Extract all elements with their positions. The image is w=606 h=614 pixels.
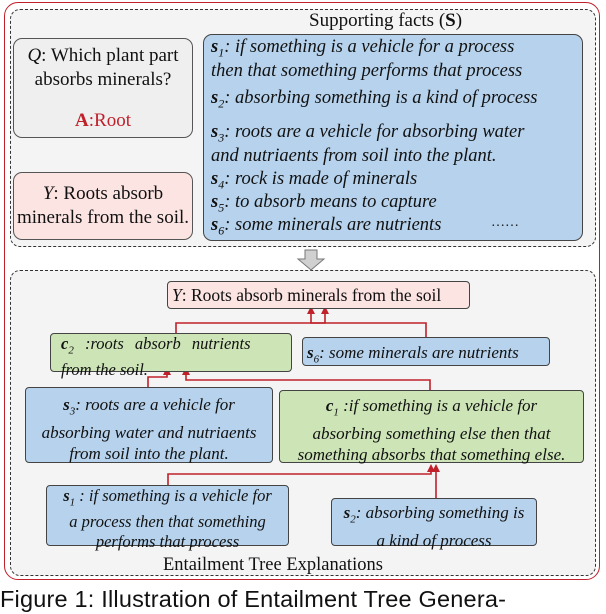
tree-root-hypothesis: Y: Roots absorb minerals from the soil (167, 281, 470, 309)
fact-s3-line2: and nutriaents from soil into the plant. (211, 146, 497, 166)
hypothesis-line1: Y: Roots absorb (42, 183, 164, 204)
tree-node-c1: c1 :if something is a vehicle for absorb… (279, 390, 584, 464)
fact-s1-line1: s1: if something is a vehicle for a proc… (211, 37, 515, 60)
hypothesis-line2: minerals from the soil. (16, 207, 190, 228)
question-text-line2: absorbs minerals? (34, 69, 172, 90)
down-arrow-icon (296, 249, 326, 271)
fact-s5: s5: to absorb means to capture (211, 192, 437, 215)
tree-node-s2: s2: absorbing something is a kind of pro… (331, 498, 537, 550)
question-text: Q: Which plant part (27, 45, 179, 66)
figure-frame (4, 2, 600, 580)
fact-s6: s6: some minerals are nutrients (211, 215, 442, 238)
ellipsis: …… (491, 215, 519, 230)
figure-caption: Figure 1: Illustration of Entailment Tre… (0, 586, 507, 612)
answer-text: A:Root (75, 110, 131, 131)
tree-node-c2: c2 :roots absorb nutrients from the soil… (50, 333, 292, 379)
fact-s2: s2: absorbing something is a kind of pro… (211, 88, 538, 111)
hypothesis-box: Y: Roots absorb minerals from the soil. (13, 172, 193, 240)
fact-s4: s4: rock is made of minerals (211, 169, 418, 192)
question-box: Q: Which plant part absorbs minerals? A:… (13, 38, 193, 138)
tree-node-s6: s6: some minerals are nutrients (302, 337, 550, 366)
fact-s3-line1: s3: roots are a vehicle for absorbing wa… (211, 122, 525, 145)
tree-node-s1: s1 : if something is a vehicle for a pro… (46, 485, 289, 551)
fact-s1-line2: then that something performs that proces… (211, 61, 523, 81)
supporting-facts-title: Supporting facts (S) (309, 10, 463, 31)
supporting-facts-box: s1: if something is a vehicle for a proc… (203, 34, 583, 241)
tree-node-s3: s3: roots are a vehicle for absorbing wa… (25, 387, 273, 463)
entailment-tree-title: Entailment Tree Explanations (163, 555, 383, 575)
